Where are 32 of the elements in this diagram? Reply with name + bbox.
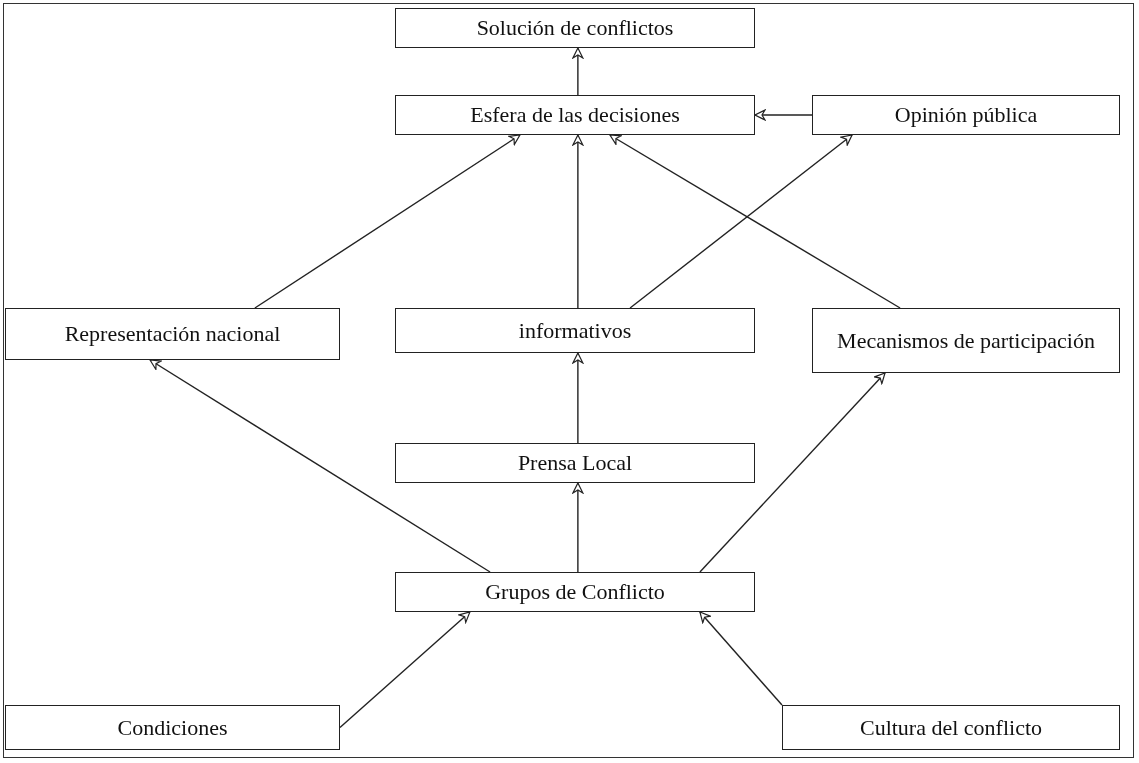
box-label: Condiciones	[117, 715, 228, 740]
arrow	[699, 611, 783, 706]
process-box	[395, 308, 755, 353]
process-box	[782, 705, 1120, 750]
arrow	[572, 134, 584, 309]
arrow	[339, 611, 471, 729]
process-box	[395, 8, 755, 48]
arrow	[629, 134, 853, 309]
process-box	[5, 705, 340, 750]
process-box	[395, 95, 755, 135]
arrow	[254, 134, 521, 309]
arrow	[609, 134, 901, 309]
process-box	[5, 308, 340, 360]
box-label: Grupos de Conflicto	[485, 580, 665, 604]
box-label: Mecanismos de participación	[837, 328, 1095, 353]
arrow	[572, 47, 584, 96]
box-label: Cultura del conflicto	[859, 715, 1043, 740]
process-box	[395, 572, 755, 612]
process-box	[395, 443, 755, 483]
box-label: Opinión pública	[894, 103, 1038, 127]
arrow	[572, 352, 584, 444]
arrow	[699, 372, 886, 573]
arrow	[572, 482, 584, 573]
process-box	[812, 308, 1120, 373]
box-label: informativos	[518, 318, 632, 343]
arrow	[754, 109, 813, 121]
box-label: Esfera de las decisiones	[470, 103, 680, 127]
box-label: Solución de conflictos	[476, 16, 674, 40]
box-label: Representación nacional	[64, 322, 281, 346]
process-box	[812, 95, 1120, 135]
arrow	[149, 359, 491, 573]
box-label: Prensa Local	[517, 451, 633, 475]
